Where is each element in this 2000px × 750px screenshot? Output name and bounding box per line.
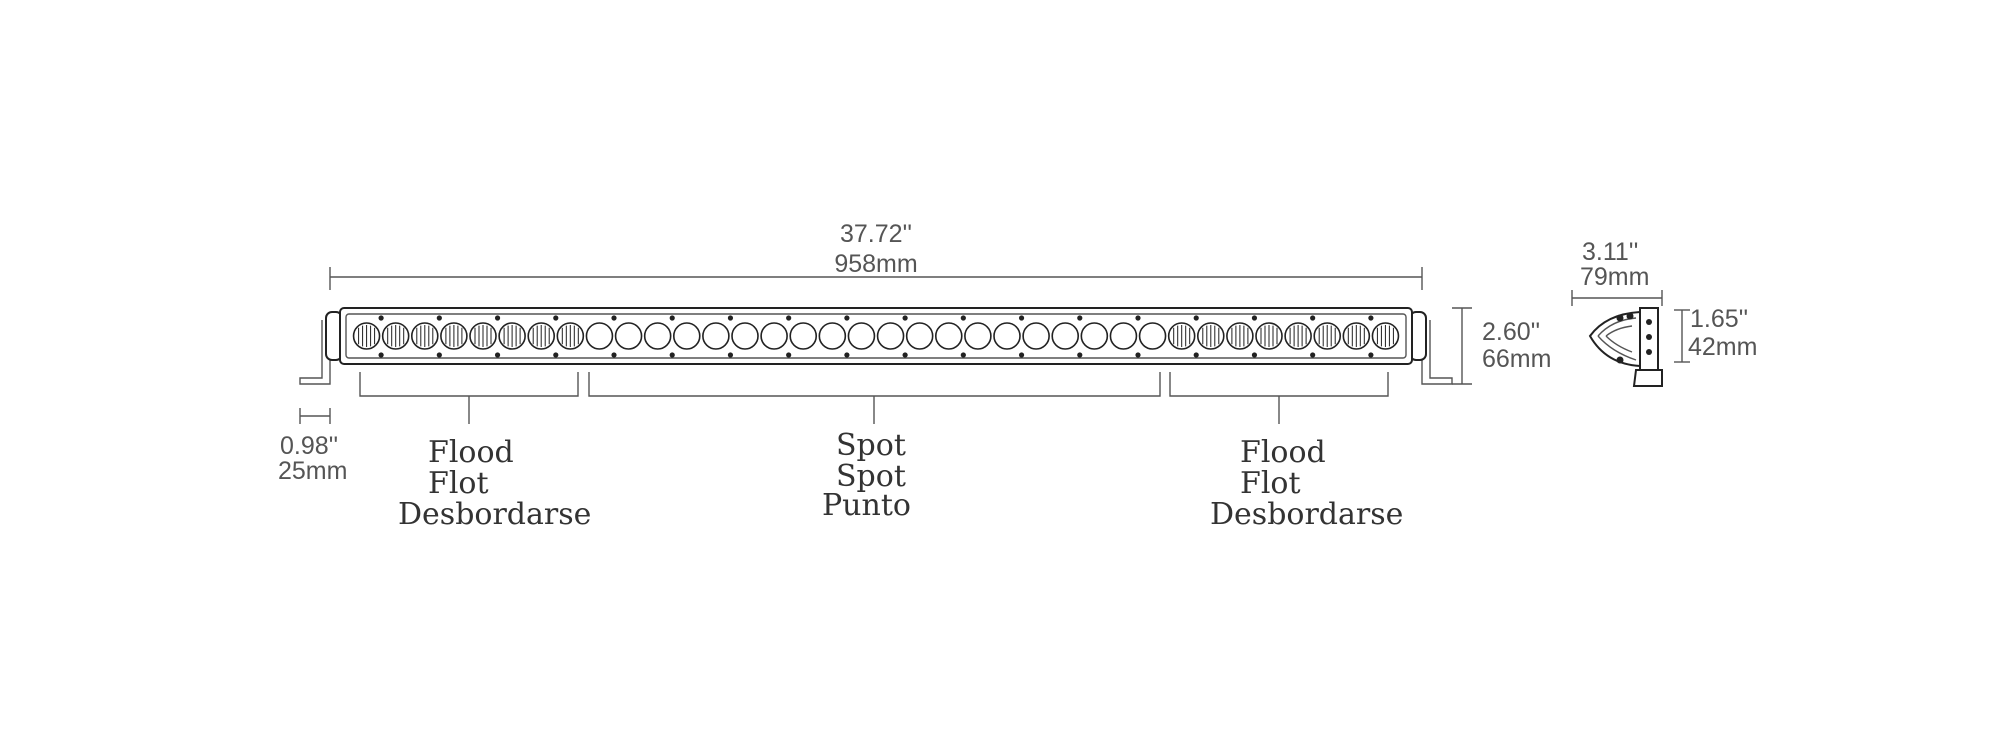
spot-lens	[585, 322, 614, 350]
flood-right-en: Flood	[1240, 435, 1326, 470]
spot-lens	[1022, 322, 1050, 350]
side-lens-housing	[1588, 310, 1641, 368]
bar-screw	[1310, 315, 1316, 321]
bar-screw	[960, 352, 966, 358]
spot-lens	[672, 322, 701, 350]
bar-screw	[727, 315, 734, 321]
length-millimeters: 958mm	[834, 250, 917, 278]
spot-lens	[702, 322, 730, 350]
bar-screw	[786, 315, 792, 321]
bar-screw	[1251, 315, 1258, 321]
height-dimension: 2.60'' 66mm	[1452, 307, 1551, 385]
bar-screw	[1018, 315, 1025, 321]
spot-lens	[789, 322, 818, 350]
beam-zone-flood-left: Flood Flot Desbordarse	[359, 372, 591, 532]
bar-screw	[436, 315, 442, 321]
side-view: 3.11'' 79mm 1.65'' 42mm	[1571, 238, 1757, 387]
bar-screw	[1368, 352, 1374, 358]
bar-screw	[1193, 315, 1199, 321]
bar-screw	[494, 315, 501, 321]
bar-screw	[727, 352, 734, 358]
flood-left-es: Desbordarse	[398, 497, 591, 532]
lens-height-millimeters: 42mm	[1688, 333, 1757, 361]
spot-lens	[760, 322, 788, 350]
bar-screw	[1251, 352, 1258, 358]
lens-height-inches: 1.65''	[1690, 305, 1748, 333]
spot-lens	[731, 322, 759, 350]
spot-lens	[643, 322, 672, 350]
spot-lens	[818, 322, 847, 350]
flood-right-fr: Flot	[1240, 466, 1301, 501]
spot-lens	[1051, 322, 1080, 350]
height-millimeters: 66mm	[1482, 345, 1551, 373]
spot-lens	[964, 322, 992, 350]
flood-right-es: Desbordarse	[1210, 497, 1403, 532]
light-bar-front-view	[299, 307, 1453, 385]
bar-screw	[553, 315, 559, 321]
bar-screw	[1368, 315, 1374, 321]
bar-screw	[1077, 352, 1083, 358]
bar-screw	[378, 352, 384, 358]
bar-screw	[902, 315, 908, 321]
bar-screw	[611, 352, 617, 358]
bar-screw	[1193, 352, 1199, 358]
spot-es: Punto	[822, 488, 911, 523]
bracket-inches: 0.98''	[280, 432, 338, 460]
spot-fr: Spot	[836, 459, 906, 494]
depth-inches: 3.11''	[1582, 238, 1638, 266]
bar-screw	[378, 315, 384, 321]
spot-lens	[614, 322, 643, 350]
left-mounting-bracket	[299, 318, 331, 385]
bar-screw	[1077, 315, 1083, 321]
side-mount-foot	[1632, 369, 1663, 387]
bar-screw	[902, 352, 908, 358]
bar-screw	[553, 352, 559, 358]
led-lens-row	[352, 315, 1400, 358]
spot-lens	[1109, 322, 1138, 350]
bar-screw	[669, 352, 675, 358]
length-inches: 37.72''	[840, 220, 912, 248]
right-mounting-bracket	[1421, 318, 1453, 385]
bracket-dimension: 0.98'' 25mm	[278, 408, 347, 485]
spot-lens	[876, 322, 905, 350]
spot-lens	[905, 322, 934, 350]
flood-left-en: Flood	[428, 435, 514, 470]
bar-screw	[844, 352, 850, 358]
flood-left-fr: Flot	[428, 466, 489, 501]
bar-screw	[494, 352, 501, 358]
spot-lens	[1138, 322, 1167, 350]
bar-screw	[960, 315, 966, 321]
height-inches: 2.60''	[1482, 318, 1540, 346]
depth-millimeters: 79mm	[1580, 263, 1649, 291]
bar-screw	[1310, 352, 1316, 358]
bar-screw	[844, 315, 850, 321]
spot-lens	[847, 322, 876, 350]
beam-zone-flood-right: Flood Flot Desbordarse	[1169, 372, 1403, 532]
bar-screw	[786, 352, 792, 358]
bar-screw	[436, 352, 442, 358]
bar-screw	[1018, 352, 1025, 358]
spot-lens	[993, 322, 1021, 350]
beam-zone-spot-center: Spot Spot Punto	[588, 372, 1161, 523]
bracket-millimeters: 25mm	[278, 457, 347, 485]
length-dimension: 37.72'' 958mm	[329, 220, 1423, 290]
spot-en: Spot	[836, 428, 906, 463]
spot-lens	[1080, 322, 1109, 350]
bar-screw	[1135, 352, 1141, 358]
bar-screw	[669, 315, 675, 321]
spot-lens	[934, 322, 963, 350]
light-bar-housing	[339, 307, 1413, 365]
bar-screw	[611, 315, 617, 321]
bar-screw	[1135, 315, 1141, 321]
